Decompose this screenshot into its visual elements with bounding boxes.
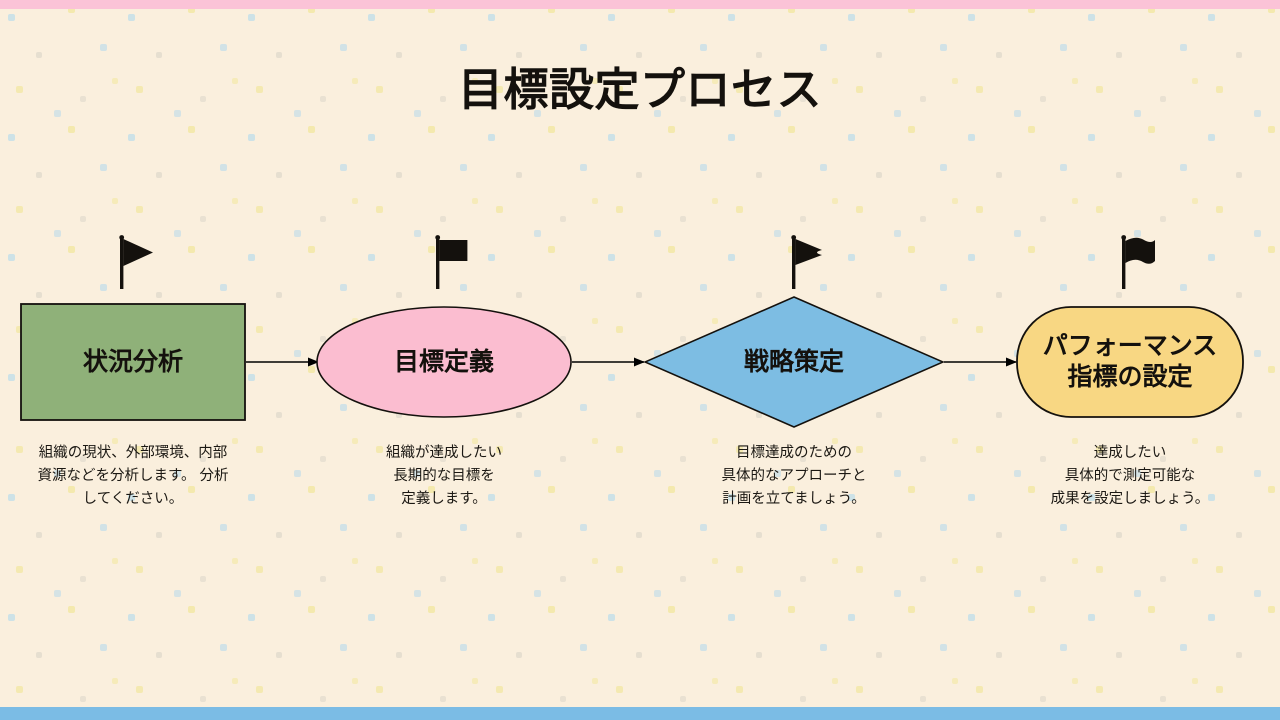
flag-wave-icon xyxy=(1114,233,1164,289)
process-step-3-caption: 目標達成のための 具体的なアプローチと 計画を立てましょう。 xyxy=(721,445,867,507)
process-step-4[interactable]: パフォーマンス 指標の設定 xyxy=(1016,306,1244,418)
process-step-2-caption: 組織が達成したい 長期的な目標を 定義します。 xyxy=(386,445,502,507)
process-step-2[interactable]: 目標定義 xyxy=(316,306,572,418)
page-title: 目標設定プロセス xyxy=(457,64,822,115)
process-step-4-caption: 達成したい 具体的で測定可能な 成果を設定しましょう。 xyxy=(1050,445,1210,507)
process-step-1-caption: 組織の現状、外部環境、内部 資源などを分析します。 分析 してください。 xyxy=(37,445,229,507)
process-step-3[interactable]: 戦略策定 xyxy=(644,296,944,428)
top-accent-bar xyxy=(0,0,1280,9)
flag-triangle-icon xyxy=(112,233,162,289)
bottom-accent-bar xyxy=(0,707,1280,720)
flag-rectangle-icon xyxy=(428,233,478,289)
process-step-1[interactable]: 状況分析 xyxy=(20,303,246,421)
flag-pennant-icon xyxy=(784,233,834,289)
